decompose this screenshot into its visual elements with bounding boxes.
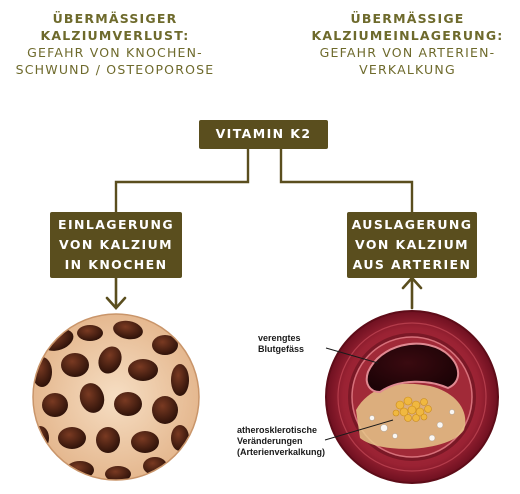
narrowed-vessel-label-line-1: verengtes: [258, 333, 301, 343]
calcification-heading: ÜBERMÄSSIGE KALZIUMEINLAGERUNG: GEFAHR V…: [300, 10, 515, 78]
bone-loss-heading: ÜBERMÄSSIGER KALZIUMVERLUST: GEFAHR VON …: [10, 10, 220, 78]
calcification-heading-line-4: VERKALKUNG: [359, 62, 456, 77]
bone-loss-heading-line-2: KALZIUMVERLUST:: [40, 28, 190, 43]
calcium-storage-bones-box: EINLAGERUNG VON KALZIUM IN KNOCHEN: [50, 212, 182, 278]
atherosclerosis-label: atherosklerotische Veränderungen (Arteri…: [237, 425, 325, 458]
vitamin-k2-box: VITAMIN K2: [199, 120, 328, 149]
bone-loss-heading-line-3: GEFAHR VON KNOCHEN-: [27, 45, 203, 60]
calcium-removal-arteries-box: AUSLAGERUNG VON KALZIUM AUS ARTERIEN: [347, 212, 477, 278]
narrowed-vessel-label: verengtes Blutgefäss: [258, 333, 304, 355]
calcification-heading-line-1: ÜBERMÄSSIGE: [350, 11, 465, 26]
narrowed-vessel-label-line-2: Blutgefäss: [258, 344, 305, 354]
label-pointer-lines: [324, 347, 394, 441]
atherosclerosis-label-line-1: atherosklerotische: [237, 425, 318, 435]
connector-left: [114, 149, 250, 212]
connector-lines: [114, 149, 414, 212]
right-box-line-1: AUSLAGERUNG: [351, 217, 473, 232]
left-box-line-2: VON KALZIUM: [59, 237, 173, 252]
calcification-heading-line-2: KALZIUMEINLAGERUNG:: [311, 28, 504, 43]
right-box-line-3: AUS ARTERIEN: [352, 257, 472, 272]
left-box-line-3: IN KNOCHEN: [64, 257, 168, 272]
bone-loss-heading-line-4: SCHWUND / OSTEOPOROSE: [15, 62, 215, 77]
connector-right: [279, 149, 414, 212]
atherosclerosis-label-line-2: Veränderungen: [237, 436, 303, 446]
atherosclerosis-label-line-3: (Arterienverkalkung): [237, 447, 326, 457]
right-box-line-2: VON KALZIUM: [355, 237, 469, 252]
left-box-line-1: EINLAGERUNG: [58, 217, 174, 232]
calcification-heading-line-3: GEFAHR VON ARTERIEN-: [319, 45, 496, 60]
bone-cross-section-icon: [32, 313, 200, 481]
arrow-down-icon: [105, 276, 127, 310]
arrow-up-icon: [401, 276, 423, 310]
artery-cross-section-icon: [325, 310, 499, 484]
bone-loss-heading-line-1: ÜBERMÄSSIGER: [52, 11, 178, 26]
